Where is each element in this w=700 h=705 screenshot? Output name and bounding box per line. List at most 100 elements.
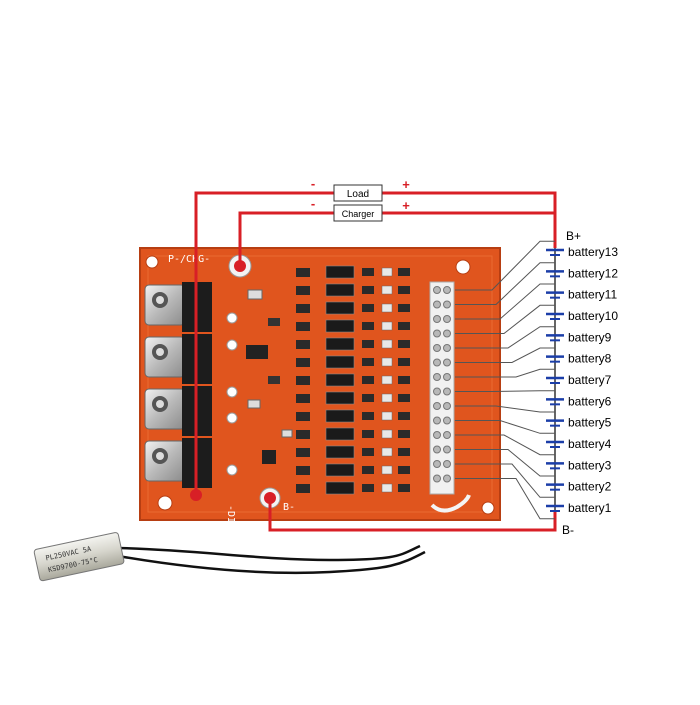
connector-pin: [433, 387, 441, 396]
sensor-body: [33, 532, 125, 582]
smd-capacitor: [381, 465, 393, 475]
mounting-hole: [157, 495, 173, 511]
connector-pin: [433, 329, 441, 338]
balance-connector: [429, 281, 455, 495]
smd-component: [362, 286, 374, 294]
charger-minus-sign: -: [311, 196, 315, 211]
smd-resistor: [325, 301, 355, 315]
charger-wire: [238, 211, 555, 266]
b-minus-label: B-: [562, 523, 574, 537]
connector-pin: [433, 445, 441, 454]
smd-component: [296, 268, 310, 277]
smd-component: [398, 376, 410, 384]
charger-plus-sign: +: [402, 198, 410, 213]
connector-pin: [443, 373, 451, 381]
smd-capacitor: [381, 321, 393, 331]
smd-component: [398, 412, 410, 420]
smd-component: [398, 358, 410, 366]
sense-wire: [455, 304, 555, 334]
smd-component: [398, 340, 410, 348]
smd-capacitor: [381, 483, 393, 493]
smd-resistor: [325, 373, 355, 387]
connector-pin: [443, 460, 451, 468]
smd-component: [362, 430, 374, 438]
smd-component: [362, 394, 374, 402]
mosfet: [144, 334, 212, 384]
sense-wire: [455, 478, 555, 520]
smd-component: [296, 448, 310, 457]
smd-capacitor: [381, 285, 393, 295]
smd-resistor: [325, 427, 355, 441]
smd-resistor: [325, 355, 355, 369]
load-label-box: Load: [333, 184, 383, 202]
mounting-hole: [481, 501, 495, 515]
battery-label: battery9: [568, 330, 612, 344]
smd-resistor: [325, 337, 355, 351]
battery-label: battery10: [568, 309, 618, 323]
battery-label: battery2: [568, 480, 612, 494]
smd-component: [398, 484, 410, 492]
sensor-wire: [117, 544, 421, 562]
sense-wire: [455, 347, 555, 363]
sense-wire: [455, 420, 555, 434]
charger-wire-terminal: [234, 260, 246, 272]
connector-pin: [443, 300, 451, 309]
smd-component: [362, 340, 374, 348]
pcb-board: P-/CHG- -DIS B-: [139, 247, 501, 529]
temperature-sensor: PL250VAC 5A KSD9700-75°C: [33, 532, 426, 582]
smd-component: [398, 268, 410, 276]
connector-pin: [433, 344, 441, 352]
smd-capacitor: [381, 375, 393, 385]
smd-component: [398, 466, 410, 474]
silk-pchg: P-/CHG-: [168, 254, 210, 265]
smd-component: [398, 322, 410, 330]
connector-pin: [443, 431, 451, 439]
connector-pin: [433, 300, 441, 309]
smd-resistor: [325, 283, 355, 297]
battery-label: battery7: [568, 373, 612, 387]
load-wire-terminal: [190, 489, 202, 501]
control-components: [246, 289, 293, 464]
battery-label: battery4: [568, 437, 612, 451]
smd-component: [362, 322, 374, 330]
charger-label: Charger: [342, 209, 375, 219]
silk-b: B-: [283, 502, 295, 513]
smd-resistor: [325, 463, 355, 477]
b-plus-label: B+: [566, 229, 581, 243]
battery-label: battery12: [568, 266, 618, 280]
smd-component: [398, 448, 410, 456]
connector-pin: [433, 315, 441, 323]
smd-component: [296, 286, 310, 295]
battery-label: battery3: [568, 458, 612, 472]
battery-label: battery8: [568, 352, 612, 366]
connector-pin: [433, 416, 441, 425]
smd-component: [362, 466, 374, 474]
smd-component: [362, 484, 374, 492]
balance-cable: [430, 494, 471, 513]
battery-cells: battery13battery12battery11battery10batt…: [546, 245, 618, 515]
sense-wire: [455, 405, 555, 413]
smd-component: [296, 466, 310, 475]
smd-capacitor: [381, 429, 393, 439]
smd-resistor: [325, 319, 355, 333]
mosfet: [144, 438, 212, 488]
smd-component: [398, 286, 410, 294]
smd-component: [296, 304, 310, 313]
balance-component-array: [296, 265, 410, 495]
sense-wire: [455, 326, 555, 349]
smd-component: [398, 304, 410, 312]
smd-component: [362, 304, 374, 312]
sense-wire: [455, 283, 555, 320]
smd-component: [296, 484, 310, 493]
smd-component: [362, 376, 374, 384]
battery-label: battery5: [568, 416, 612, 430]
smd-component: [398, 394, 410, 402]
smd-component: [362, 448, 374, 456]
balance-sense-wires: [455, 240, 555, 520]
sense-wire: [455, 368, 555, 378]
connector-pin: [443, 387, 451, 396]
smd-capacitor: [381, 267, 393, 277]
sense-wire: [455, 240, 555, 291]
